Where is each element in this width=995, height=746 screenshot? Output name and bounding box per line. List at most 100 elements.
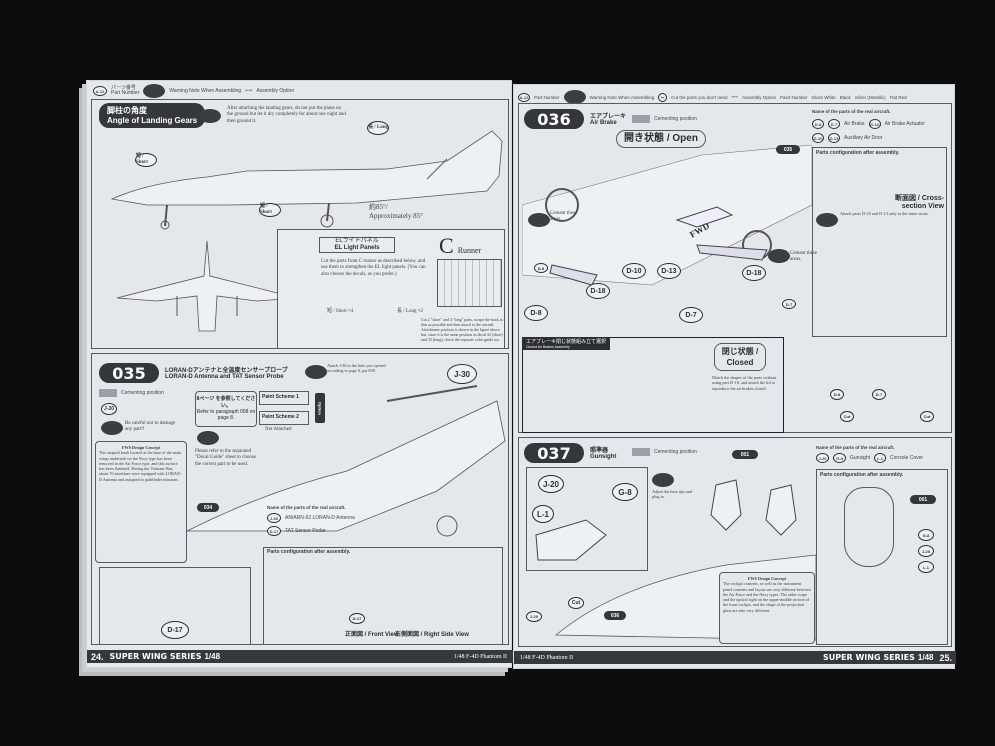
not-attached-label: Not Attached — [265, 427, 292, 432]
step-036-number: 036 — [524, 109, 584, 129]
part-d17-small: D-17 — [349, 613, 365, 624]
warning-icon — [101, 421, 123, 435]
cut-icon-2: Cut — [920, 411, 934, 422]
step-001-ref: 001 — [732, 450, 758, 459]
cementing-legend: Cementing position — [99, 389, 164, 397]
part-number-icon: A-12 — [93, 86, 107, 96]
footer-right: 1/48 F-4D Phantom II SUPER WING SERIES 1… — [514, 651, 956, 664]
decal-guide-note: Please refer to the separated "Decal Gui… — [195, 449, 257, 467]
part-d7-cut: D-7 — [872, 389, 886, 400]
part-d8-callout: D-8 — [524, 305, 548, 321]
el-panels-note: Cut the parts from C runner as described… — [321, 259, 426, 277]
open-state-label: 開き状態 / Open — [616, 130, 706, 148]
part-j20-callout: J-20 — [538, 475, 564, 493]
footer-left: 24. SUPER WING SERIES 1/48 1/48 F-4D Pha… — [87, 650, 513, 663]
part-d10-callout: D-10 — [622, 263, 646, 279]
part-j20-config: J-20 — [918, 545, 934, 557]
real-parts-title: Name of the parts of the real aircraft. — [812, 109, 891, 114]
config-box-035 — [263, 547, 503, 645]
legend-part-number: Part Number — [111, 90, 140, 96]
cut-icon: Cut — [568, 597, 584, 609]
legend-option: Assembly Option — [256, 88, 295, 94]
part-d13-callout: D-13 — [657, 263, 681, 279]
legend-part-number-jp: パーツ番号 — [111, 84, 136, 91]
step-035-ref: 035 — [776, 145, 800, 154]
step-035-number: 035 — [99, 363, 159, 383]
part-d7-small: D-7 — [782, 299, 796, 309]
part-d8-small: D-8 — [534, 263, 548, 273]
adjust-note: Adjust the base tips and plug in. — [652, 489, 693, 500]
step-037-number: 037 — [524, 443, 584, 463]
paint-scheme-1: Paint Scheme 1 — [259, 391, 309, 405]
cementing-legend: Cementing position — [632, 115, 697, 123]
warning-icon — [199, 109, 221, 123]
warning-icon — [816, 213, 838, 227]
short-label: 短 / Short — [135, 153, 157, 167]
part-d7-callout: D-7 — [679, 307, 703, 323]
step-036-ref: 036 — [604, 611, 626, 620]
cementing-legend: Cementing position — [632, 448, 697, 456]
option-arrow: Option — [315, 393, 325, 423]
closed-state-label: 閉じ状態 / Closed — [714, 343, 766, 371]
c-runner-sprue — [437, 259, 502, 307]
warning-icon — [305, 365, 327, 379]
legend-bar: A-12 パーツ番号 Part Number Warning Note When… — [93, 84, 294, 98]
careful-warning: Be careful not to damage any part!! — [125, 421, 176, 433]
part-g8-callout: G-8 — [612, 483, 638, 501]
cross-section-note: Attach parts D-10 and D-13 only to the i… — [840, 211, 929, 216]
f4-side-view-drawing — [110, 130, 503, 230]
part-j30-callout: J-30 — [101, 403, 117, 415]
paint-scheme-2: Paint Scheme 2 — [259, 411, 309, 425]
closed-assembly-box — [522, 337, 784, 433]
config-box-036 — [812, 147, 947, 337]
real-parts-title: Name of the parts of the real aircraft. — [816, 445, 895, 450]
cut-icon: ✂ — [658, 92, 668, 102]
short-x4: 短 / Short ×4 — [327, 309, 354, 314]
warning-icon — [143, 84, 166, 98]
landing-note: After attaching the landing gears, do no… — [227, 106, 346, 124]
el-panels-note2: Cut 2 "short" and 4 "long" parts, scrape… — [421, 317, 503, 342]
part-j20-small: J-20 — [526, 611, 542, 622]
part-d8-cut: D-8 — [830, 389, 844, 400]
step-037-section — [518, 437, 952, 647]
closed-note: Match the shapes of the parts without us… — [712, 375, 777, 391]
landing-gear-detail — [99, 567, 251, 645]
part-l1-callout: L-1 — [532, 505, 554, 523]
cement-note-left: Cement these areas. — [550, 211, 578, 223]
cement-note-right: Cement these areas. — [790, 251, 818, 263]
short-label-2: 短 / Short — [259, 203, 281, 217]
air-brake-drawing — [522, 145, 812, 286]
warning-icon — [528, 213, 550, 227]
part-j30-callout-large: J-30 — [447, 364, 477, 384]
attach-note: Attach J-30 to the hole you opened accor… — [327, 363, 386, 374]
right-side-view-label: 右側面図 / Right Side View — [395, 632, 469, 638]
page-reference-box: 8ページ を参照してください。Refer to paragraph 008 on… — [195, 391, 257, 427]
part-d18-right: D-18 — [742, 265, 766, 281]
warning-icon — [652, 473, 674, 487]
c-runner-label: C Runner — [439, 233, 482, 258]
warning-icon — [197, 431, 219, 445]
cockpit-top-view — [844, 487, 894, 567]
legend-warning: Warning Note When Assembling — [169, 88, 242, 94]
config-box-037 — [816, 469, 948, 645]
cut-icon: Cut — [840, 411, 854, 422]
cross-section-label: 断面図 / Cross-section View — [894, 195, 944, 210]
legend-part-number-group: パーツ番号 Part Number — [111, 84, 140, 97]
part-d17-callout: D-17 — [161, 621, 189, 639]
front-view-label: 正面図 / Front View — [345, 632, 399, 638]
